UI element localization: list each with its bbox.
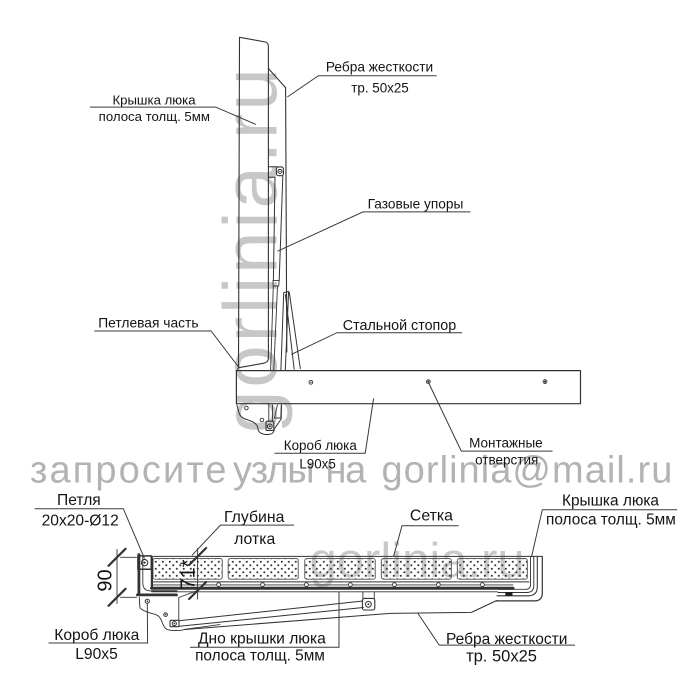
svg-text:Крышка люка: Крышка люка	[562, 492, 659, 509]
svg-text:Стальной стопор: Стальной стопор	[343, 318, 456, 334]
svg-text:тр. 50x25: тр. 50x25	[351, 81, 409, 96]
svg-text:20x20-Ø12: 20x20-Ø12	[42, 512, 119, 529]
svg-text:Ребра жесткости: Ребра жесткости	[446, 631, 567, 648]
svg-text:отверстия: отверстия	[475, 453, 538, 468]
svg-text:Петлевая часть: Петлевая часть	[98, 316, 198, 331]
svg-text:Дно крышки люка: Дно крышки люка	[198, 631, 326, 648]
svg-text:Сетка: Сетка	[410, 507, 453, 524]
svg-text:Ребра жесткости: Ребра жесткости	[326, 59, 433, 74]
svg-text:90: 90	[95, 569, 117, 591]
svg-text:полоса толщ. 5мм: полоса толщ. 5мм	[99, 109, 210, 124]
svg-text:71*: 71*	[178, 559, 200, 589]
svg-text:L90x5: L90x5	[75, 646, 118, 663]
svg-text:полоса толщ. 5мм: полоса толщ. 5мм	[195, 647, 325, 664]
svg-text:Петля: Петля	[57, 492, 101, 509]
svg-text:gorlinia.ru: gorlinia.ru	[209, 65, 294, 433]
svg-text:Короб люка: Короб люка	[284, 438, 358, 453]
svg-text:Крышка люка: Крышка люка	[112, 92, 196, 107]
svg-text:лотка: лотка	[234, 531, 275, 548]
svg-text:Глубина: Глубина	[224, 509, 285, 526]
svg-text:Короб люка: Короб люка	[54, 627, 139, 644]
svg-text:Газовые упоры: Газовые упоры	[368, 197, 464, 212]
svg-text:полоса толщ. 5мм: полоса толщ. 5мм	[546, 511, 676, 528]
svg-text:Монтажные: Монтажные	[469, 435, 543, 450]
svg-text:L90x5: L90x5	[299, 457, 335, 472]
svg-text:тр. 50x25: тр. 50x25	[466, 647, 537, 665]
